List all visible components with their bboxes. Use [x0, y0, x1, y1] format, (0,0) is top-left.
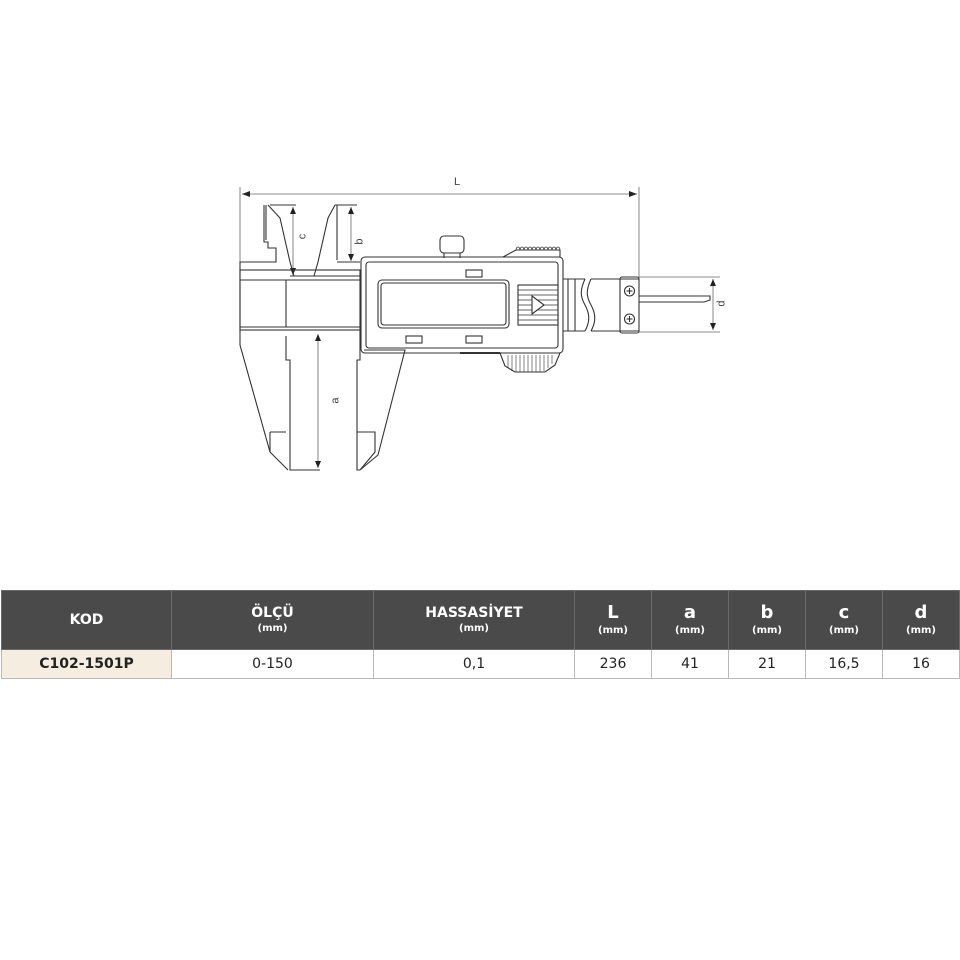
header-a: a(mm): [651, 590, 729, 650]
dimension-label-b: b: [353, 238, 366, 245]
dimension-label-c: c: [296, 233, 309, 240]
cell-precision: 0,1: [373, 649, 575, 679]
cell-c: 16,5: [805, 649, 883, 679]
header-L: L(mm): [574, 590, 652, 650]
table-row: C102-1501P 0-150 0,1 236 41 21 16,5 16: [1, 649, 960, 679]
cell-code: C102-1501P: [1, 649, 172, 679]
spec-table: KOD ÖLÇÜ(mm) HASSASİYET(mm) L(mm) a(mm) …: [1, 590, 960, 679]
cell-d: 16: [882, 649, 960, 679]
cell-L: 236: [574, 649, 652, 679]
caliper-drawing: L c b a d: [239, 176, 728, 471]
dimension-label-L: L: [454, 176, 461, 188]
dimension-label-a: a: [329, 397, 342, 404]
cell-b: 21: [728, 649, 806, 679]
cell-range: 0-150: [171, 649, 374, 679]
dimension-label-d: d: [715, 300, 728, 307]
caliper-illustration: [239, 187, 720, 471]
table-header-row: KOD ÖLÇÜ(mm) HASSASİYET(mm) L(mm) a(mm) …: [1, 590, 960, 650]
header-d: d(mm): [882, 590, 960, 650]
header-olcu: ÖLÇÜ(mm): [171, 590, 374, 650]
header-c: c(mm): [805, 590, 883, 650]
cell-a: 41: [651, 649, 729, 679]
header-hassasiyet: HASSASİYET(mm): [373, 590, 575, 650]
header-kod: KOD: [1, 590, 172, 650]
header-b: b(mm): [728, 590, 806, 650]
